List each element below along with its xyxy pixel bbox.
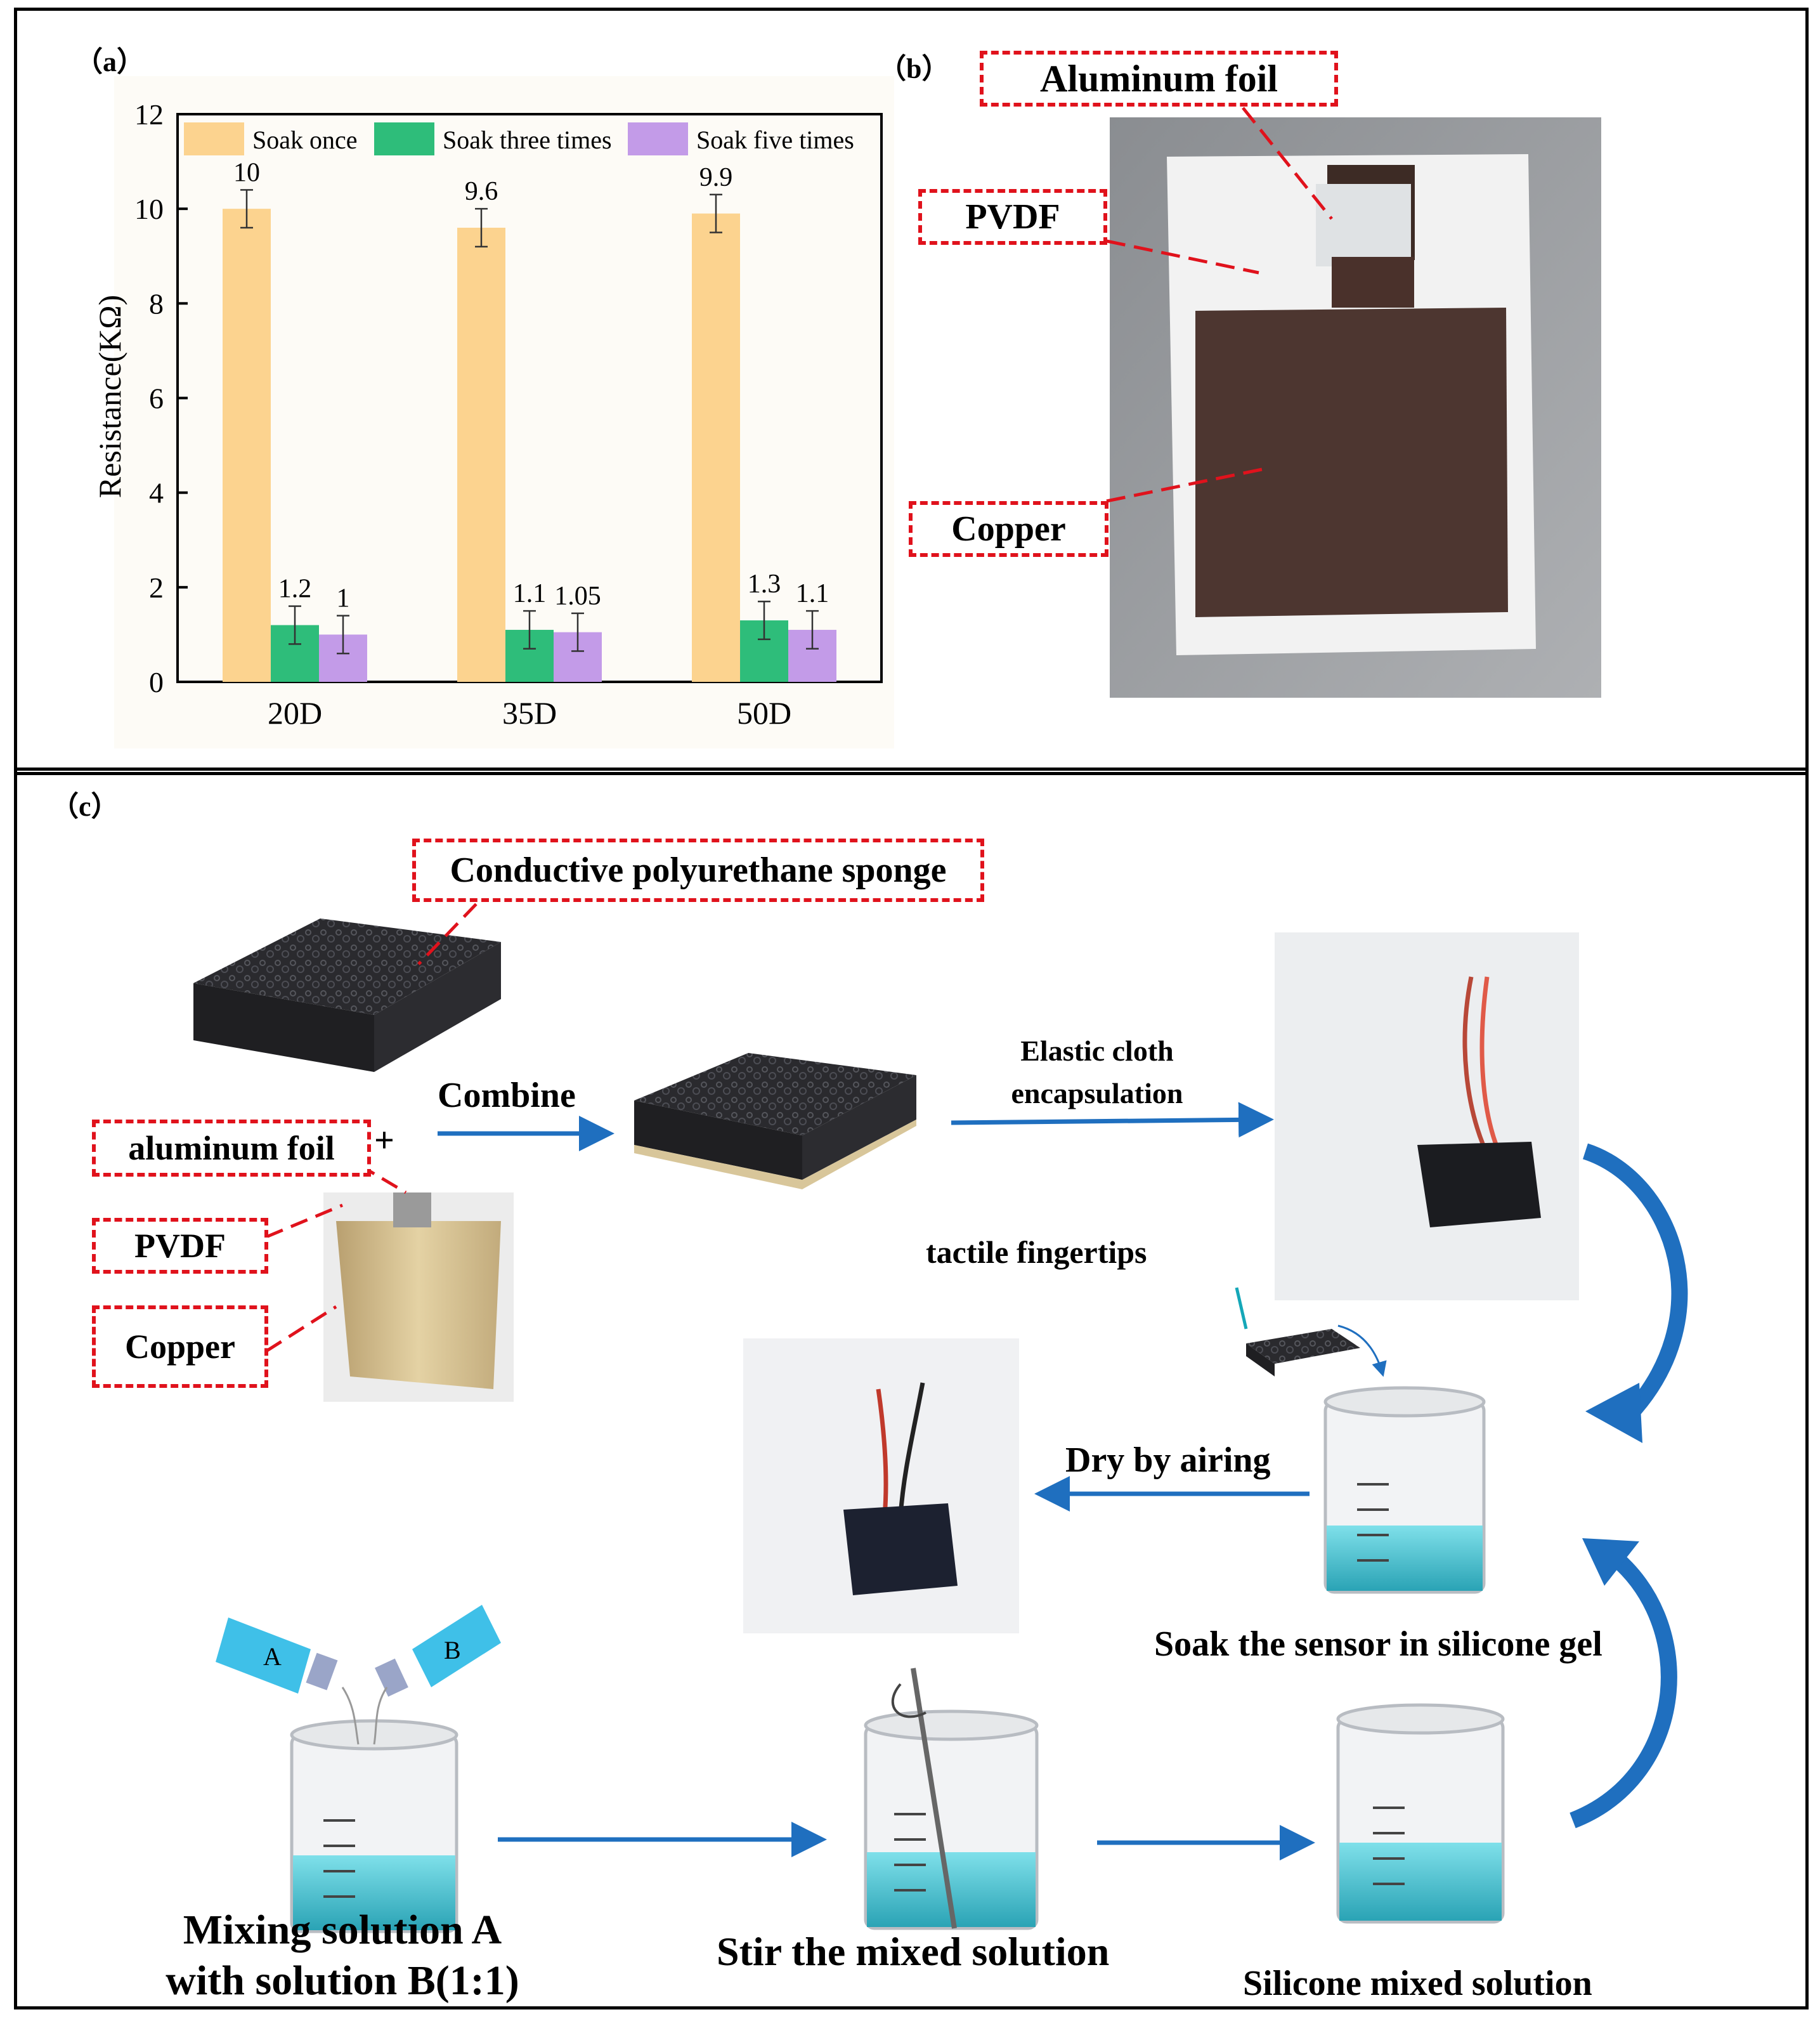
label-aluminum-foil-b: Aluminum foil [980,51,1338,107]
plus-sign: + [374,1121,394,1160]
sensor-photo [1110,117,1601,698]
electrode-icon [323,1192,514,1402]
legend-swatch [184,122,244,155]
y-axis-label: Resistance(KΩ) [92,295,127,498]
y-tick-label: 2 [149,572,164,604]
curved-arrow-up [1570,1547,1677,1829]
fingertip-photo-1 [1275,932,1579,1300]
x-tick-label: 50D [737,695,791,731]
fingertip-photo-2 [743,1338,1019,1633]
y-tick-label: 0 [149,666,164,698]
leader-lines-b [1106,107,1333,503]
text-silicone: Silicone mixed solution [1243,1964,1592,2003]
beaker-mix-icon [290,1719,458,1933]
data-label: 1.2 [278,575,312,604]
label-pvdf-c: PVDF [92,1218,268,1274]
label-copper-c: Copper [92,1305,268,1388]
text-mix-2: with solution B(1:1) [166,1957,519,2004]
x-tick-label: 35D [502,695,557,731]
combined-sponge-icon [634,1053,916,1189]
text-stir: Stir the mixed solution [717,1929,1110,1974]
bottle-a-label: A [263,1642,282,1671]
label-aluminum-foil-c: aluminum foil [92,1120,371,1177]
legend-swatch [374,122,434,155]
legend-swatch [628,122,688,155]
data-label: 9.6 [465,177,498,206]
text-soak: Soak the sensor in silicone gel [1154,1624,1602,1664]
data-label: 1.3 [748,570,781,599]
bar [223,209,271,683]
text-encap-2: encapsulation [1011,1077,1183,1109]
arrow-encapsulation [951,1102,1274,1138]
beaker-stir-icon [864,1668,1039,1930]
label-sponge: Conductive polyurethane sponge [412,839,984,902]
legend-label: Soak three times [443,126,612,154]
text-tactile: tactile fingertips [926,1234,1147,1270]
label-pvdf-b: PVDF [918,189,1107,245]
panel-a-label: （a） [75,46,145,77]
beaker-soak-icon [1323,1386,1486,1594]
y-tick-label: 8 [149,287,164,320]
panel-b-label: （b） [878,53,950,84]
data-label: 1 [337,584,350,613]
data-label: 9.9 [699,163,733,192]
text-dry: Dry by airing [1065,1441,1271,1480]
y-tick-label: 4 [149,477,164,509]
beaker-silicone-icon [1336,1703,1505,1924]
bar [692,213,740,682]
text-combine: Combine [438,1076,576,1115]
process-diagram: A B + [193,884,1688,1933]
legend-label: Soak once [252,126,358,154]
data-label: 1.1 [796,579,829,608]
panel-c-frame [14,768,1809,2009]
sponge-block-icon [193,918,501,1072]
y-tick-label: 6 [149,382,164,415]
bottle-b-label: B [444,1636,461,1664]
small-sponge-icon [1246,1329,1360,1364]
data-label: 1.05 [554,582,601,611]
panel-c-label: （c） [51,791,119,822]
y-tick-label: 12 [134,98,164,131]
bottle-b-icon [375,1605,501,1697]
curved-arrow-down [1582,1143,1688,1427]
y-tick-label: 10 [134,193,164,225]
text-encap-1: Elastic cloth [1020,1035,1174,1067]
legend-label: Soak five times [696,126,854,154]
x-tick-label: 20D [268,695,322,731]
label-copper-b: Copper [909,501,1108,557]
data-label: 10 [233,158,260,187]
text-mix-1: Mixing solution A [183,1907,502,1953]
bottle-a-icon [216,1617,338,1694]
data-label: 1.1 [513,579,547,608]
panel-ab-frame [14,8,1809,775]
bar [457,228,505,682]
